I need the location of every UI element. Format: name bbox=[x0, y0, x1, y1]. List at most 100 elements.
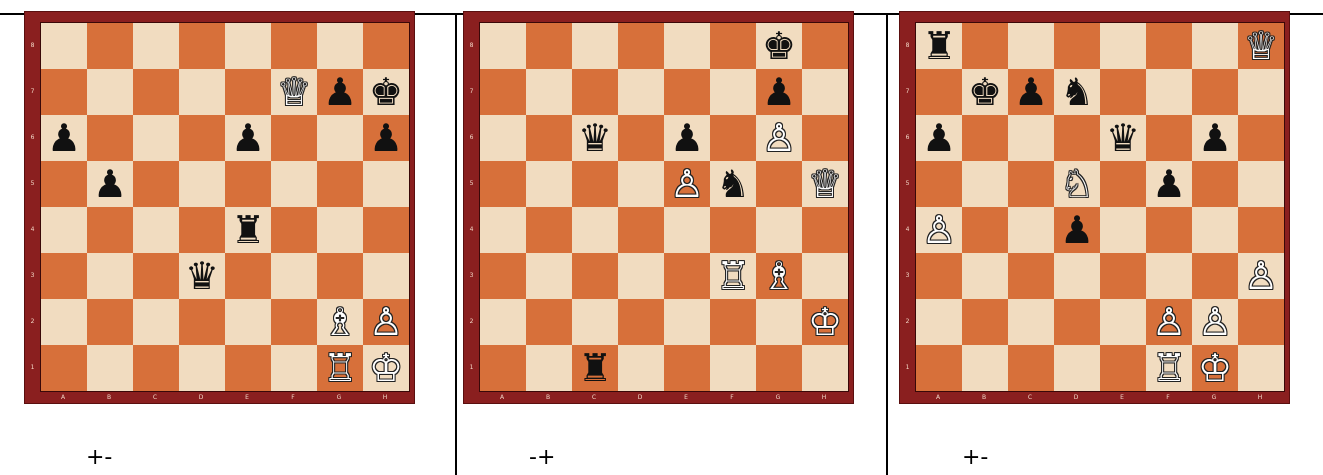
file-label: E bbox=[663, 394, 709, 401]
square-f8 bbox=[710, 23, 756, 69]
square-d4 bbox=[179, 207, 225, 253]
square-b3 bbox=[526, 253, 572, 299]
square-d2 bbox=[618, 299, 664, 345]
column-divider bbox=[886, 13, 888, 475]
square-b1 bbox=[526, 345, 572, 391]
square-a1 bbox=[480, 345, 526, 391]
square-d5 bbox=[618, 161, 664, 207]
file-label: D bbox=[617, 394, 663, 401]
square-f6 bbox=[1146, 115, 1192, 161]
square-g6 bbox=[317, 115, 363, 161]
square-c3 bbox=[572, 253, 618, 299]
square-b8 bbox=[526, 23, 572, 69]
file-label: A bbox=[40, 394, 86, 401]
square-f1 bbox=[710, 345, 756, 391]
black-knight-icon: ♞ bbox=[710, 161, 756, 207]
square-h3 bbox=[363, 253, 409, 299]
rank-label: 1 bbox=[903, 364, 912, 371]
black-pawn-icon: ♟ bbox=[87, 161, 133, 207]
file-label: E bbox=[224, 394, 270, 401]
square-c7 bbox=[572, 69, 618, 115]
square-c8 bbox=[572, 23, 618, 69]
square-g5 bbox=[1192, 161, 1238, 207]
white-pawn-icon: ♙ bbox=[756, 115, 802, 161]
rank-label: 7 bbox=[467, 88, 476, 95]
black-king-icon: ♚ bbox=[363, 69, 409, 115]
square-d3 bbox=[1054, 253, 1100, 299]
chess-diagram: ♜♕♚♟♞♟♛♟♘♟♙♟♙♙♙♖♔ 87654321ABCDEFGH bbox=[899, 11, 1290, 404]
file-label: A bbox=[479, 394, 525, 401]
square-g4 bbox=[1192, 207, 1238, 253]
rank-label: 8 bbox=[28, 42, 37, 49]
chessboard: ♚♟♛♟♙♙♞♕♖♗♔♜ bbox=[479, 22, 849, 392]
file-label: B bbox=[525, 394, 571, 401]
square-e1 bbox=[1100, 345, 1146, 391]
square-e5 bbox=[1100, 161, 1146, 207]
square-f2 bbox=[271, 299, 317, 345]
square-d1 bbox=[1054, 345, 1100, 391]
rank-label: 4 bbox=[903, 226, 912, 233]
square-g4 bbox=[317, 207, 363, 253]
square-f5 bbox=[271, 161, 317, 207]
file-label: A bbox=[915, 394, 961, 401]
white-rook-icon: ♖ bbox=[710, 253, 756, 299]
square-a4 bbox=[41, 207, 87, 253]
rank-label: 7 bbox=[28, 88, 37, 95]
square-e7 bbox=[664, 69, 710, 115]
square-b8 bbox=[87, 23, 133, 69]
square-f4 bbox=[1146, 207, 1192, 253]
square-a8 bbox=[480, 23, 526, 69]
black-rook-icon: ♜ bbox=[572, 345, 618, 391]
rank-label: 8 bbox=[903, 42, 912, 49]
file-label: H bbox=[1237, 394, 1283, 401]
rank-label: 6 bbox=[467, 134, 476, 141]
square-b4 bbox=[962, 207, 1008, 253]
square-h3 bbox=[802, 253, 848, 299]
rank-label: 1 bbox=[28, 364, 37, 371]
square-h6 bbox=[802, 115, 848, 161]
square-c6 bbox=[133, 115, 179, 161]
column-divider bbox=[455, 13, 457, 475]
square-e1 bbox=[664, 345, 710, 391]
square-d4 bbox=[618, 207, 664, 253]
black-queen-icon: ♛ bbox=[572, 115, 618, 161]
file-label: H bbox=[362, 394, 408, 401]
square-d6 bbox=[1054, 115, 1100, 161]
square-e2 bbox=[1100, 299, 1146, 345]
square-g1 bbox=[756, 345, 802, 391]
rank-label: 8 bbox=[467, 42, 476, 49]
black-queen-icon: ♛ bbox=[1100, 115, 1146, 161]
square-c3 bbox=[133, 253, 179, 299]
black-pawn-icon: ♟ bbox=[756, 69, 802, 115]
file-label: C bbox=[571, 394, 617, 401]
square-b8 bbox=[962, 23, 1008, 69]
square-f3 bbox=[271, 253, 317, 299]
square-c8 bbox=[133, 23, 179, 69]
square-h8 bbox=[363, 23, 409, 69]
square-f7 bbox=[1146, 69, 1192, 115]
square-d1 bbox=[618, 345, 664, 391]
square-a5 bbox=[41, 161, 87, 207]
square-f4 bbox=[710, 207, 756, 253]
square-d6 bbox=[179, 115, 225, 161]
chessboard: ♕♟♚♟♟♟♟♜♛♗♙♖♔ bbox=[40, 22, 410, 392]
square-e3 bbox=[1100, 253, 1146, 299]
white-pawn-icon: ♙ bbox=[916, 207, 962, 253]
square-e1 bbox=[225, 345, 271, 391]
black-knight-icon: ♞ bbox=[1054, 69, 1100, 115]
white-knight-icon: ♘ bbox=[1054, 161, 1100, 207]
black-queen-icon: ♛ bbox=[179, 253, 225, 299]
square-g8 bbox=[1192, 23, 1238, 69]
square-g5 bbox=[756, 161, 802, 207]
white-rook-icon: ♖ bbox=[1146, 345, 1192, 391]
white-bishop-icon: ♗ bbox=[756, 253, 802, 299]
square-a5 bbox=[916, 161, 962, 207]
white-rook-icon: ♖ bbox=[317, 345, 363, 391]
file-label: D bbox=[178, 394, 224, 401]
square-a3 bbox=[916, 253, 962, 299]
rank-label: 3 bbox=[28, 272, 37, 279]
square-h4 bbox=[1238, 207, 1284, 253]
square-c1 bbox=[1008, 345, 1054, 391]
